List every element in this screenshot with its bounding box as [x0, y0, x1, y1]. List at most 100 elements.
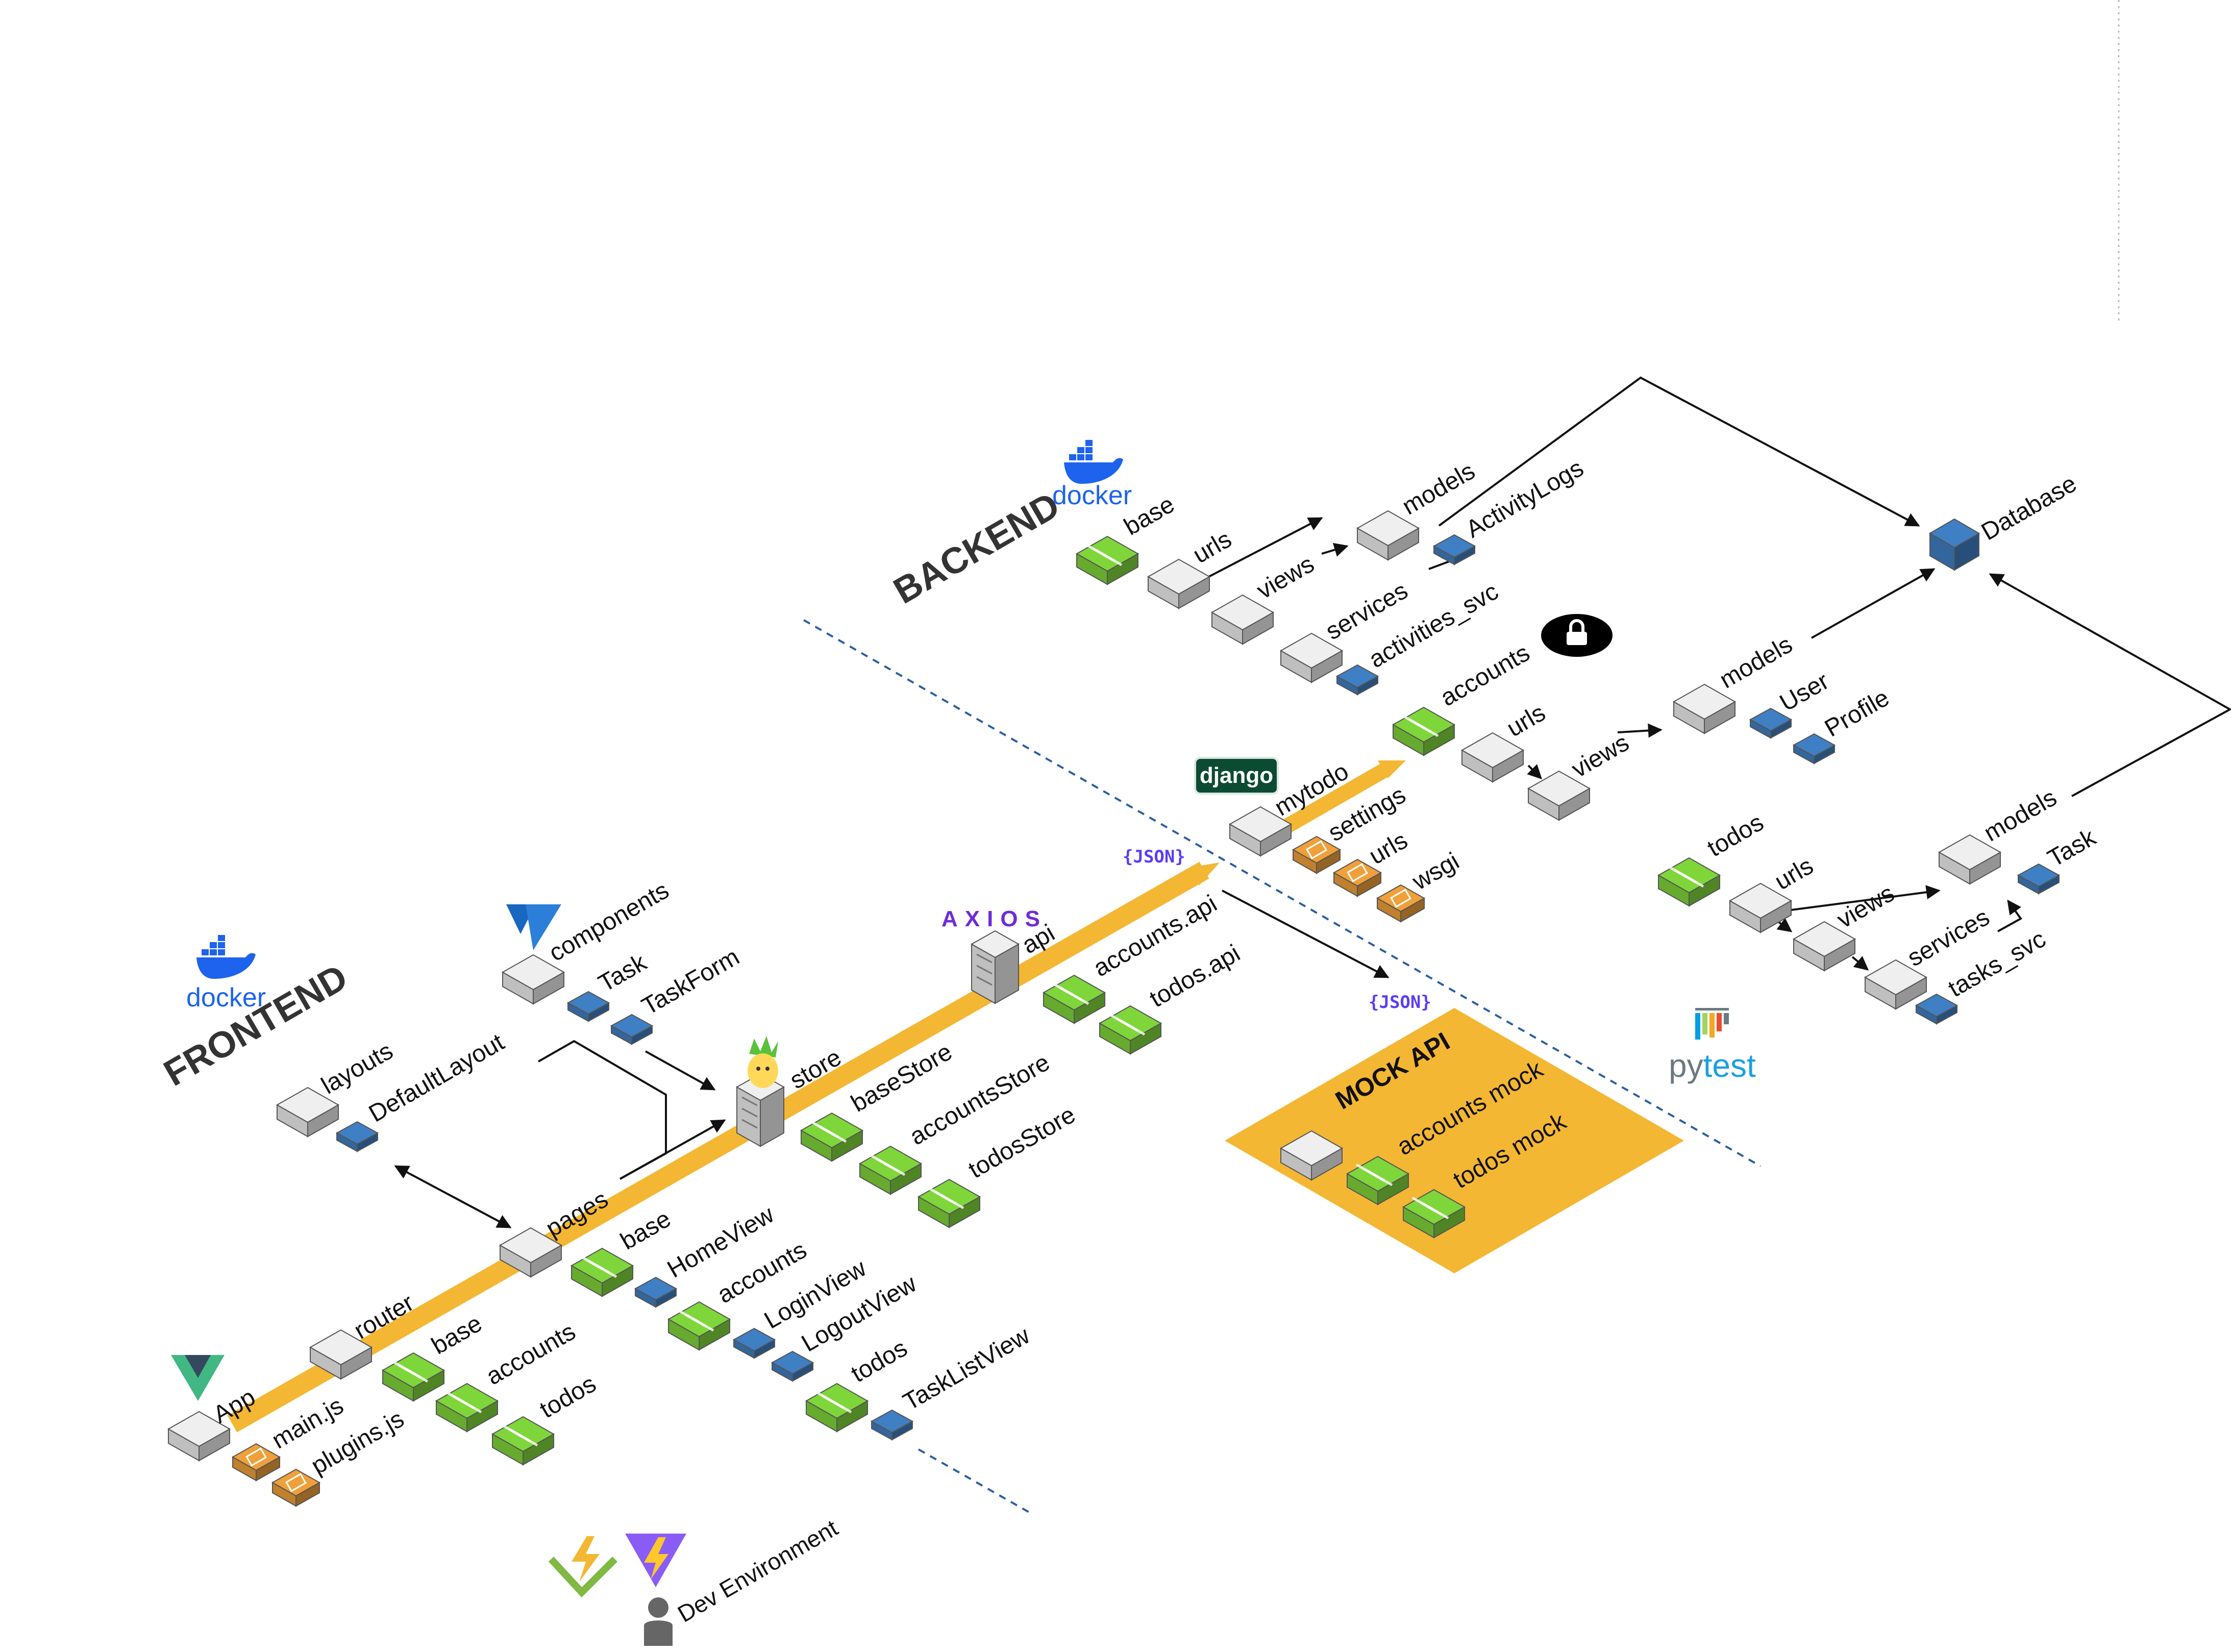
router-server-node	[309, 1329, 373, 1380]
services-task-arrow	[1997, 899, 2022, 932]
todos-services-node	[1864, 959, 1928, 1010]
profile-label: Profile	[1820, 684, 1894, 743]
dev-environment-label: Dev Environment	[673, 1514, 842, 1628]
lightning-check-icon	[548, 1536, 617, 1598]
api-server-node	[970, 930, 1020, 1004]
base-urls-node	[1147, 558, 1211, 609]
todos-mock-module	[1402, 1189, 1466, 1239]
todos-store-module	[917, 1178, 981, 1228]
task-list-view-file	[870, 1409, 914, 1441]
backend-pipe-head	[1378, 760, 1406, 778]
accounts-models-label: models	[1715, 631, 1797, 694]
main-js-node	[231, 1443, 281, 1482]
todo-task-file	[2017, 863, 2061, 895]
base-views-node	[1210, 594, 1275, 645]
user-model-file	[1749, 707, 1793, 739]
lock-icon	[1541, 614, 1613, 657]
accounts-store-module	[858, 1145, 923, 1195]
activity-logs-label: ActivityLogs	[1461, 455, 1588, 544]
frontend-pipe-head	[1189, 862, 1220, 885]
todos-api-label: todos.api	[1145, 940, 1245, 1013]
user-icon	[644, 1597, 673, 1646]
tasks-svc-file	[1915, 993, 1959, 1025]
frontend-backend-divider	[803, 619, 1761, 1167]
accounts-urls-label: urls	[1502, 699, 1550, 743]
accounts-urls-views-arrow	[1527, 764, 1542, 779]
pages-layouts-arrow	[394, 1165, 512, 1228]
pages-store-arrow	[619, 1119, 726, 1180]
backend-todos-label: todos	[1703, 809, 1768, 862]
base-models-database-arrow	[1438, 376, 1920, 527]
vue-icon	[171, 1355, 225, 1401]
todos-views-models-arrow	[1783, 885, 1941, 912]
plugins-js-node	[271, 1468, 321, 1507]
pytest-bars-icon	[1695, 1008, 1729, 1040]
task-label: Task	[594, 949, 652, 998]
mock-server-node	[1279, 1130, 1344, 1181]
wsgi-config	[1376, 884, 1426, 923]
backend-base-module	[1075, 535, 1139, 585]
mytodo-urls-label: urls	[1365, 827, 1412, 870]
logout-view-file	[771, 1350, 814, 1382]
docker-backend-word: docker	[1052, 481, 1132, 510]
components-server-node	[501, 954, 565, 1005]
json-badge-bottom: {JSON}	[1369, 992, 1431, 1013]
task-form-file	[610, 1014, 654, 1045]
mock-api-area	[1225, 1008, 1684, 1273]
todos-models-database-arrow	[1989, 573, 2231, 797]
docker-whale-icon	[1064, 440, 1123, 484]
profile-model-file	[1792, 733, 1836, 765]
todos-models-label: models	[1979, 784, 2062, 847]
mytodo-server-node	[1228, 806, 1293, 857]
backend-accounts-module	[1392, 706, 1456, 756]
pages-base-label: base	[616, 1205, 676, 1255]
components-label: components	[544, 877, 674, 967]
router-accounts-label: accounts	[482, 1318, 580, 1391]
django-word: django	[1200, 763, 1273, 788]
pages-base-module	[570, 1247, 634, 1297]
router-base-module	[381, 1352, 445, 1402]
backend-data-pipe	[1282, 761, 1392, 834]
views-services-arrow	[1851, 956, 1869, 971]
task-list-view-label: TaskListView	[899, 1322, 1034, 1416]
layouts-server-node	[276, 1087, 340, 1138]
router-accounts-module	[435, 1383, 499, 1433]
task-component-file	[566, 991, 610, 1022]
components-pages-connector	[538, 1040, 667, 1180]
json-badge-top: {JSON}	[1123, 847, 1185, 867]
accounts-views-label: views	[1567, 729, 1633, 783]
dev-environment-icons	[548, 1534, 686, 1646]
components-store-arrow	[645, 1050, 716, 1091]
base-models-label: models	[1398, 457, 1480, 520]
base-models-node	[1356, 510, 1420, 561]
vuetify-icon	[506, 904, 561, 950]
views-models-arrow	[1321, 543, 1349, 557]
todos-views-label: views	[1832, 880, 1899, 934]
pages-todos-module	[805, 1383, 869, 1433]
database-label: Database	[1977, 470, 2081, 546]
database-node	[1929, 518, 1980, 571]
pages-todos-label: todos	[847, 1335, 912, 1388]
accounts-api-module	[1042, 974, 1106, 1024]
todos-api-module	[1098, 1005, 1162, 1055]
default-layout-file	[335, 1121, 379, 1152]
pages-accounts-module	[667, 1301, 731, 1351]
router-todos-label: todos	[535, 1370, 601, 1424]
pytest-word: pytest	[1669, 1047, 1756, 1084]
todos-views-node	[1792, 921, 1856, 972]
mytodo-urls-config	[1332, 858, 1382, 897]
accounts-views-models-arrow	[1617, 723, 1663, 738]
wsgi-label: wsgi	[1407, 848, 1464, 896]
store-server-node	[735, 1073, 785, 1147]
frontend-data-pipe	[227, 861, 1209, 1433]
backend-todos-module	[1657, 857, 1721, 907]
home-view-file	[634, 1276, 678, 1308]
backend-accounts-label: accounts	[1436, 639, 1534, 712]
vite-icon	[625, 1534, 686, 1587]
base-urls-views-arrow	[1194, 517, 1323, 585]
api-to-mock-arrow	[1222, 890, 1390, 978]
router-todos-module	[491, 1416, 555, 1466]
